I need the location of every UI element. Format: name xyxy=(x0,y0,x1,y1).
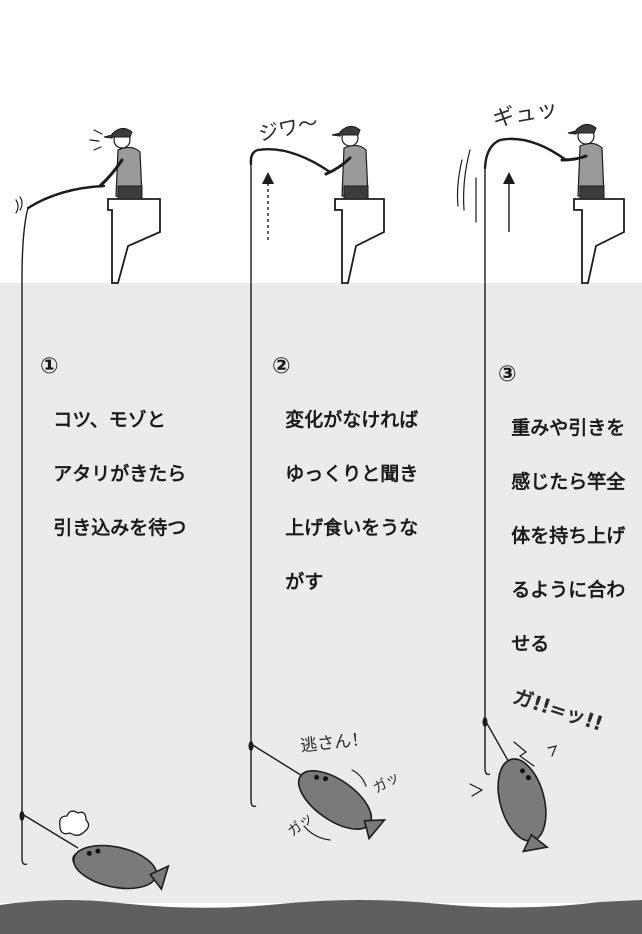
sinker-2 xyxy=(248,741,254,751)
flounder-1 xyxy=(72,844,170,891)
step-2-number: ② xyxy=(272,354,291,379)
sinker-1 xyxy=(19,811,25,821)
step-2-line-1: 変化がなければ xyxy=(285,409,419,431)
step-3-line-5: せる xyxy=(511,633,550,655)
lift-arrowhead-3 xyxy=(503,172,515,184)
rod-2 xyxy=(249,148,332,174)
step-1-caption: ① コツ、モゾと アタリがきたら 引き込みを待つ xyxy=(40,300,186,542)
hook-2 xyxy=(250,742,257,808)
step-2-caption: ② 変化がなければ ゆっくりと聞き 上げ食いをうな がす xyxy=(272,300,418,596)
step-3-number: ③ xyxy=(498,362,517,387)
fishing-line-1 xyxy=(21,207,29,812)
panel-2-scene xyxy=(248,126,387,841)
boat-2 xyxy=(334,198,385,284)
boat-3 xyxy=(573,198,625,284)
step-2-line-2: ゆっくりと聞き xyxy=(285,463,419,485)
seabed xyxy=(0,899,642,934)
step-2-line-4: がす xyxy=(285,571,324,593)
angler-1 xyxy=(98,128,143,200)
lift-arrowhead-2 xyxy=(262,172,274,184)
step-1-number: ① xyxy=(40,354,59,379)
flounder-3 xyxy=(497,758,549,853)
panel-3-scene xyxy=(456,124,625,853)
angler-2 xyxy=(324,126,369,200)
hook-1 xyxy=(21,812,28,866)
step-3-line-2: 感じたら竿全 xyxy=(511,471,626,493)
rod-motion-lines-3 xyxy=(456,149,477,223)
rod-1 xyxy=(26,184,106,210)
rod-tip-vibration-1 xyxy=(15,196,23,214)
angler-3 xyxy=(560,124,605,200)
motion-ticks-1 xyxy=(89,129,103,151)
hook-3 xyxy=(484,718,491,776)
flounder-2 xyxy=(297,770,387,841)
puff-cloud-1 xyxy=(59,810,90,836)
step-3-caption: ③ 重みや引きを 感じたら竿全 体を持ち上げ るように合わ せる xyxy=(498,308,625,658)
step-3-line-1: 重みや引きを xyxy=(511,417,626,439)
step-2-line-3: 上げ食いをうな xyxy=(285,517,419,539)
leader-1 xyxy=(21,813,79,849)
fish-motion-lines-2 xyxy=(303,769,367,841)
step-1-line-3: 引き込みを待つ xyxy=(53,517,187,539)
step-3-line-3: 体を持ち上げ xyxy=(511,525,626,547)
step-1-line-1: コツ、モゾと xyxy=(53,409,166,431)
step-1-line-2: アタリがきたら xyxy=(53,463,187,485)
panel-1-scene xyxy=(15,128,170,891)
boat-1 xyxy=(107,198,161,284)
rod-3 xyxy=(483,137,568,170)
sinker-3 xyxy=(482,717,488,727)
impact-marks-3 xyxy=(469,741,557,797)
step-3-line-4: るように合わ xyxy=(511,579,626,601)
leader-3 xyxy=(484,719,511,765)
